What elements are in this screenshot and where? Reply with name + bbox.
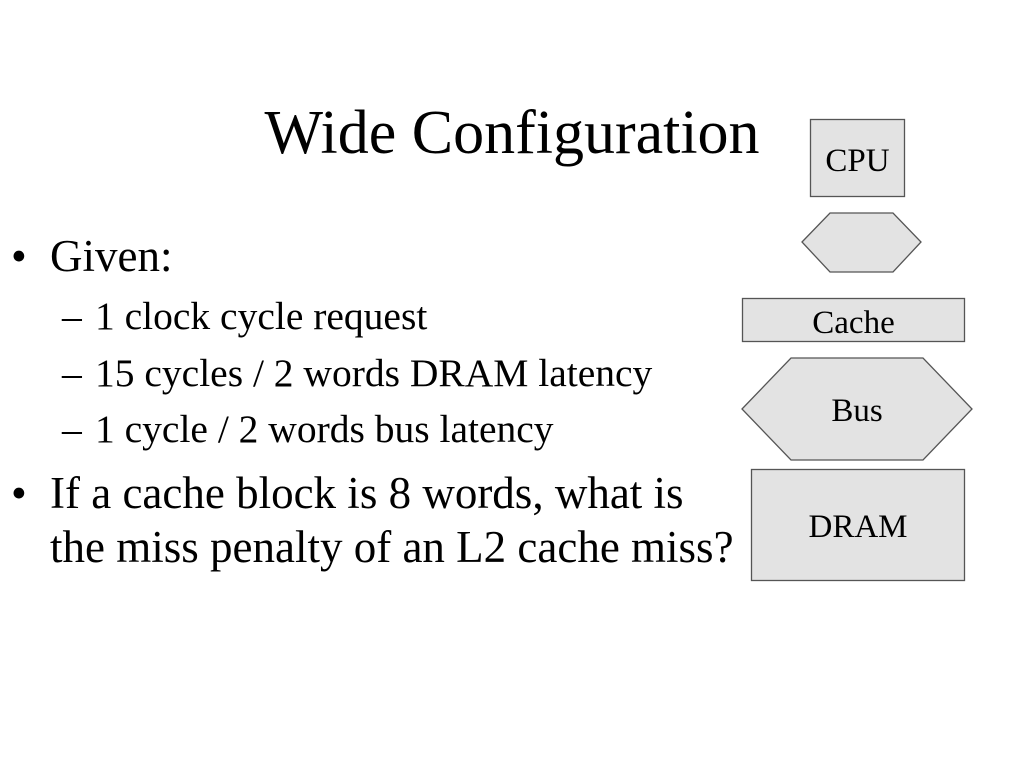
sub-bullet-marker: – (62, 407, 82, 451)
bus-hexagon: Bus (741, 357, 973, 461)
sub-bullet-text: 1 clock cycle request (95, 294, 428, 338)
bullet-marker: • (11, 468, 27, 518)
cpu-cache-link-shape (801, 212, 922, 273)
sub-bullet-text: 1 cycle / 2 words bus latency (95, 407, 554, 451)
bullet-marker: • (11, 231, 27, 281)
bullet-list: • Given: – 1 clock cycle request – 15 cy… (11, 231, 734, 573)
cpu-label: CPU (825, 143, 889, 179)
dram-box-shape (750, 468, 966, 582)
sub-bullet-marker: – (62, 351, 82, 395)
cache-box-shape (741, 297, 966, 343)
dram-label: DRAM (808, 509, 907, 545)
cache-label: Cache (812, 305, 894, 341)
bullet-text: Given: (50, 231, 173, 281)
cpu-box: CPU (809, 118, 906, 198)
cpu-cache-link (801, 212, 922, 273)
bus-label: Bus (831, 393, 882, 429)
cpu-box-shape (809, 118, 906, 198)
cache-box: Cache (741, 297, 966, 343)
sub-bullet-text: 15 cycles / 2 words DRAM latency (95, 351, 653, 395)
sub-bullet-marker: – (62, 294, 82, 338)
bullet-text: If a cache block is 8 words, what is the… (50, 468, 734, 572)
memory-hierarchy-diagram: CPU Cache Bus DRAM (741, 118, 973, 582)
slide-title: Wide Configuration (264, 99, 760, 167)
bus-hexagon-shape (741, 357, 973, 461)
dram-box: DRAM (750, 468, 966, 582)
